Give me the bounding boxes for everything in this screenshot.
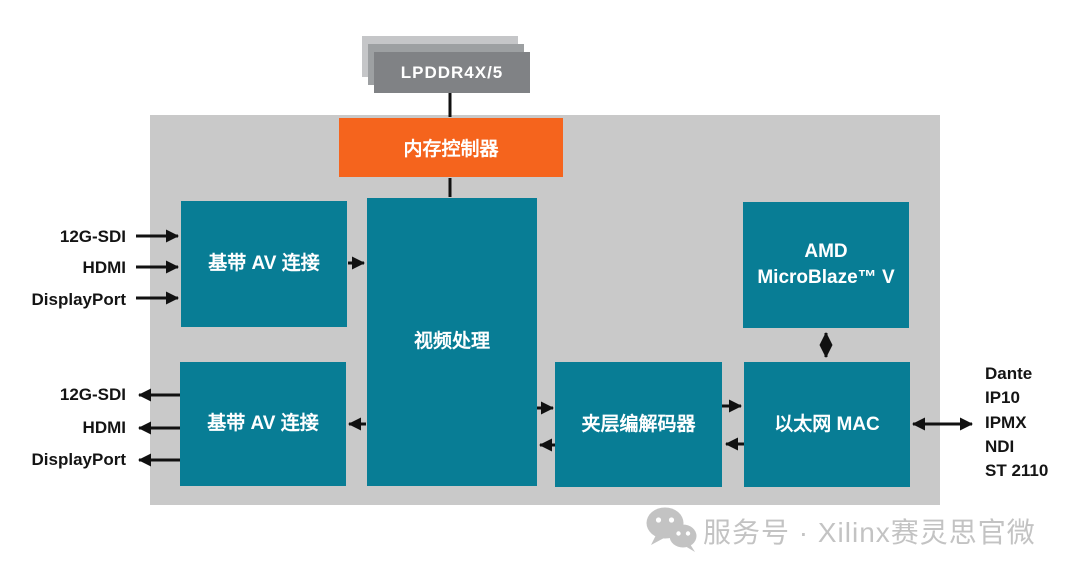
- input-label-hdmi: HDMI: [82, 258, 126, 277]
- microblaze-label-line2: MicroBlaze™ V: [757, 267, 895, 288]
- memory-stack-box: LPDDR4X/5: [374, 52, 530, 93]
- baseband-av-top-label: 基带 AV 连接: [208, 253, 320, 274]
- mezzanine-codec-label: 夹层编解码器: [581, 413, 696, 435]
- input-label-displayport: DisplayPort: [31, 290, 126, 309]
- protocol-label-ipmx: IPMX: [985, 413, 1027, 432]
- protocol-label-st2110: ST 2110: [985, 461, 1049, 480]
- output-label-hdmi: HDMI: [82, 418, 126, 437]
- mezzanine-codec-box: 夹层编解码器: [555, 362, 722, 487]
- video-processing-box: 视频处理: [367, 198, 537, 486]
- memory-controller-label: 内存控制器: [403, 139, 499, 160]
- memory-stack-label: LPDDR4X/5: [400, 62, 504, 82]
- output-label-displayport: DisplayPort: [31, 450, 126, 469]
- protocol-label-ip10: IP10: [985, 388, 1020, 407]
- baseband-av-top-box: 基带 AV 连接: [181, 201, 347, 327]
- ethernet-mac-label: 以太网 MAC: [774, 413, 880, 435]
- video-processing-label: 视频处理: [413, 331, 490, 352]
- protocol-label-dante: Dante: [985, 364, 1033, 383]
- microblaze-box: AMD MicroBlaze™ V: [743, 202, 909, 328]
- output-label-12g-sdi: 12G-SDI: [59, 385, 126, 404]
- microblaze-label-line1: AMD: [804, 241, 848, 262]
- wechat-icon: [646, 507, 697, 552]
- memory-controller-box: 内存控制器: [339, 118, 563, 177]
- watermark-text: 服务号 · Xilinx赛灵思官微: [703, 517, 1036, 548]
- baseband-av-bottom-box: 基带 AV 连接: [180, 362, 346, 486]
- ethernet-mac-box: 以太网 MAC: [744, 362, 910, 487]
- protocol-label-ndi: NDI: [985, 437, 1015, 456]
- baseband-av-bottom-label: 基带 AV 连接: [207, 413, 319, 434]
- input-label-12g-sdi: 12G-SDI: [59, 227, 126, 246]
